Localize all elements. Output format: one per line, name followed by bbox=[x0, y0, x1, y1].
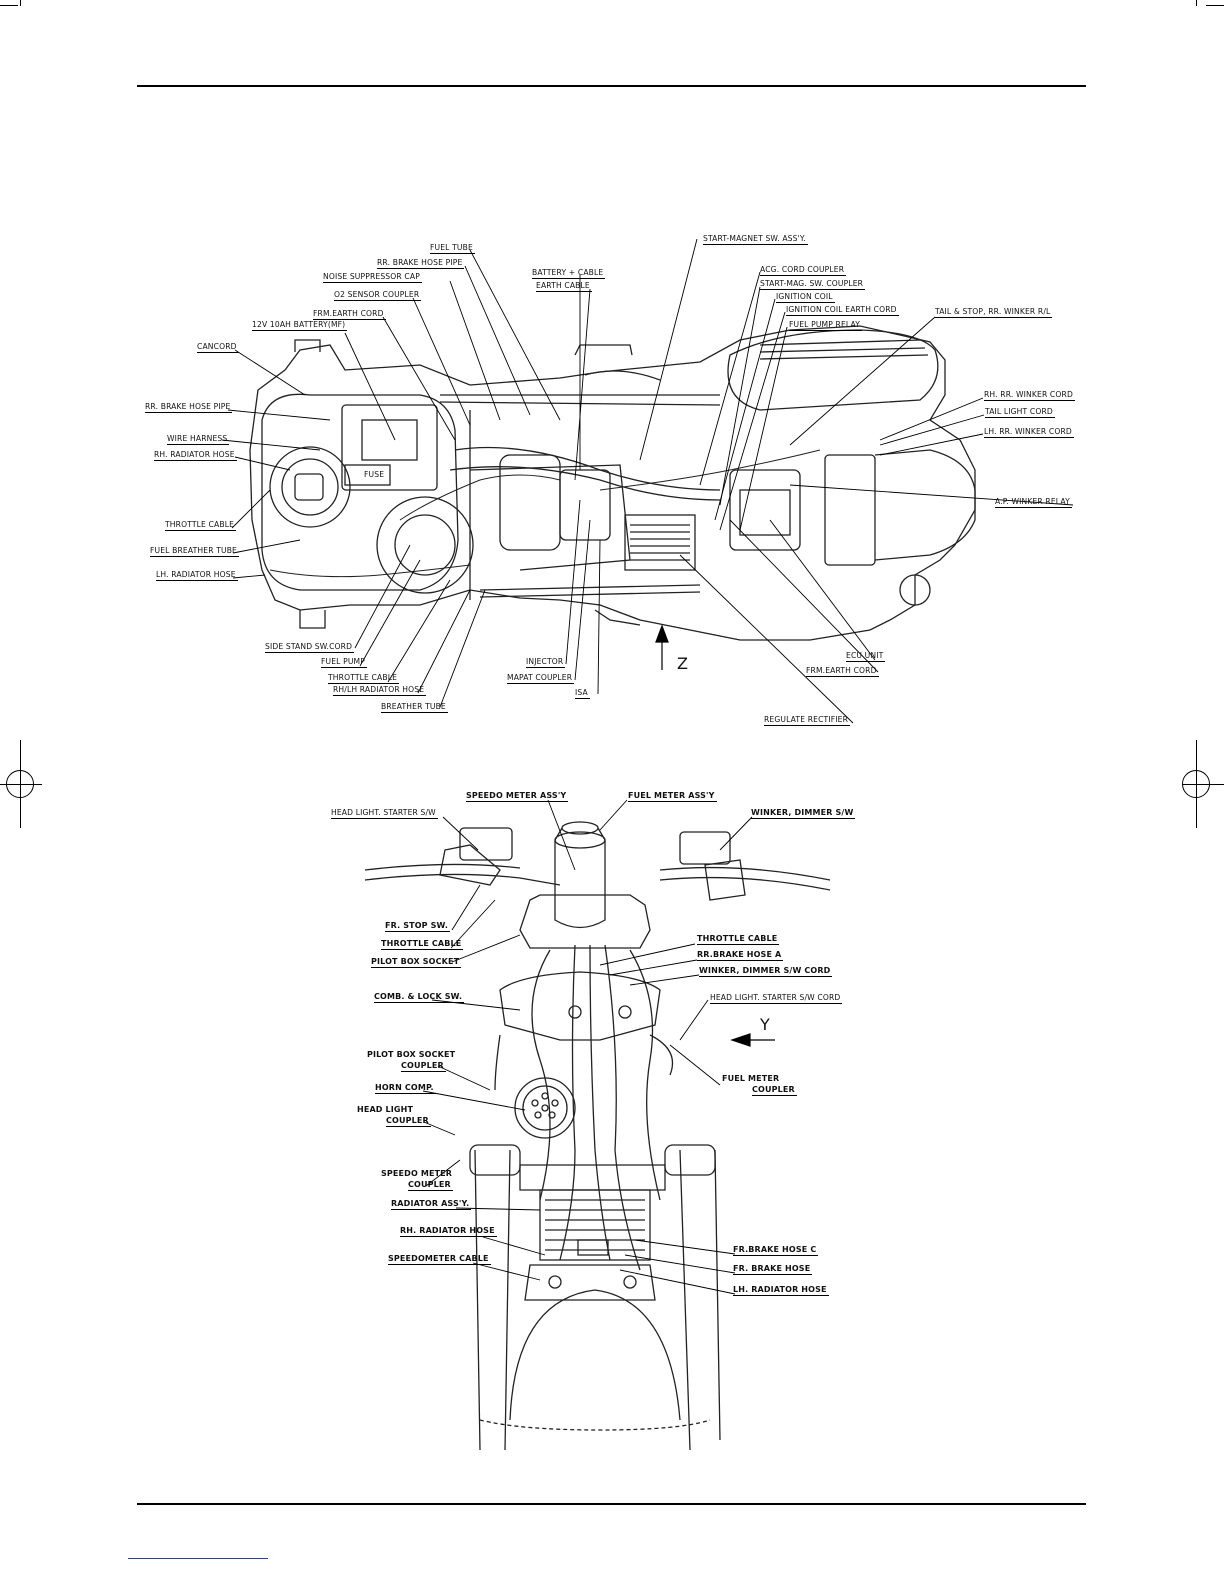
label-head-light-starter-sw-cord: HEAD LIGHT. STARTER S/W CORD bbox=[710, 993, 843, 1004]
label-acg-cord-coupler: ACG. CORD COUPLER bbox=[760, 265, 847, 276]
label-winker-dimmer-sw: WINKER, DIMMER S/W bbox=[751, 808, 856, 819]
label-pilot-box-socket-coupler-1: PILOT BOX SOCKET bbox=[367, 1050, 456, 1059]
footer-rule bbox=[137, 1503, 1086, 1505]
footer-link-underline bbox=[128, 1558, 268, 1559]
label-speedo-meter-coupler-2: COUPLER bbox=[408, 1180, 453, 1191]
label-rh-radiator-hose-left: RH. RADIATOR HOSE bbox=[154, 450, 237, 461]
label-radiator-assy: RADIATOR ASS'Y. bbox=[391, 1199, 472, 1210]
label-earth-cable: EARTH CABLE bbox=[536, 281, 592, 292]
label-battery: 12V 10AH BATTERY(MF) bbox=[252, 320, 348, 331]
label-speedometer-cable: SPEEDOMETER CABLE bbox=[388, 1254, 491, 1265]
label-start-magnet-sw: START-MAGNET SW. ASS'Y. bbox=[703, 234, 808, 245]
label-pilot-box-socket: PILOT BOX SOCKET bbox=[371, 957, 462, 968]
label-lh-rr-winker-cord: LH. RR. WINKER CORD bbox=[984, 427, 1074, 438]
label-comb-lock-sw: COMB. & LOCK SW. bbox=[374, 992, 465, 1003]
label-speedo-meter-coupler-1: SPEEDO METER bbox=[381, 1169, 453, 1178]
label-tail-light-cord: TAIL LIGHT CORD bbox=[985, 407, 1055, 418]
crop-mark-tl-h bbox=[0, 5, 18, 6]
label-battery-plus-cable: BATTERY + CABLE bbox=[532, 268, 606, 279]
label-fuel-meter-assy: FUEL METER ASS'Y bbox=[628, 791, 717, 802]
label-fuel-meter-coupler-1: FUEL METER bbox=[722, 1074, 780, 1083]
label-horn-comp: HORN COMP. bbox=[375, 1083, 436, 1094]
crop-mark-tl-v bbox=[20, 0, 21, 6]
label-throttle-cable-bottom: THROTTLE CABLE bbox=[328, 673, 400, 684]
label-speedo-meter-assy: SPEEDO METER ASS'Y bbox=[466, 791, 569, 802]
crop-mark-tr-v bbox=[1196, 0, 1197, 6]
label-noise-suppressor-cap: NOISE SUPPRESSOR CAP bbox=[323, 272, 422, 283]
label-rr-brake-hose-pipe-left: RR. BRAKE HOSE PIPE bbox=[145, 402, 233, 413]
label-rh-rr-winker-cord: RH. RR. WINKER CORD bbox=[984, 390, 1075, 401]
arrow-z-label: Z bbox=[677, 654, 689, 673]
label-frm-earth-cord-left: FRM.EARTH CORD bbox=[313, 309, 386, 320]
label-ignition-coil-earth-cord: IGNITION COIL EARTH CORD bbox=[786, 305, 899, 316]
label-fuel-pump-relay: FUEL PUMP RELAY bbox=[789, 320, 863, 331]
label-fuel-pump: FUEL PUMP bbox=[321, 657, 367, 668]
label-fuel-breather-tube: FUEL BREATHER TUBE bbox=[150, 546, 239, 557]
label-fuel-tube: FUEL TUBE bbox=[430, 243, 475, 254]
label-injector: INJECTOR bbox=[526, 657, 566, 668]
label-lh-radiator-hose-fv: LH. RADIATOR HOSE bbox=[733, 1285, 829, 1296]
label-ecu-unit: ECU UNIT bbox=[846, 651, 886, 662]
label-fr-brake-hose-c: FR.BRAKE HOSE C bbox=[733, 1245, 819, 1256]
crop-mark-tr-h bbox=[1206, 5, 1224, 6]
label-cancord: CANCORD bbox=[197, 342, 239, 353]
label-fr-stop-sw: FR. STOP SW. bbox=[385, 921, 451, 932]
label-breather-tube: BREATHER TUBE bbox=[381, 702, 448, 713]
label-fuel-meter-coupler-2: COUPLER bbox=[752, 1085, 797, 1096]
arrow-y-label: Y bbox=[760, 1015, 770, 1034]
label-lh-radiator-hose-left: LH. RADIATOR HOSE bbox=[156, 570, 238, 581]
label-regulate-rectifier: REGULATE RECTIFIER bbox=[764, 715, 851, 726]
fuse-label: FUSE bbox=[364, 470, 385, 479]
label-throttle-cable-left: THROTTLE CABLE bbox=[165, 520, 237, 531]
label-pilot-box-socket-coupler-2: COUPLER bbox=[401, 1061, 446, 1072]
label-o2-sensor-coupler: O2 SENSOR COUPLER bbox=[334, 290, 422, 301]
label-rr-brake-hose-a: RR.BRAKE HOSE A bbox=[697, 950, 784, 961]
registration-mark-right bbox=[1182, 770, 1210, 798]
header-rule bbox=[137, 85, 1086, 87]
label-fr-brake-hose: FR. BRAKE HOSE bbox=[733, 1264, 813, 1275]
label-start-mag-sw-coupler: START-MAG. SW. COUPLER bbox=[760, 279, 866, 290]
label-ap-winker-relay: A.P. WINKER RELAY bbox=[995, 497, 1072, 508]
label-head-light-coupler-2: COUPLER bbox=[386, 1116, 431, 1127]
label-winker-dimmer-sw-cord: WINKER, DIMMER S/W CORD bbox=[699, 966, 833, 977]
label-isa: ISA bbox=[575, 688, 590, 699]
label-wire-harness: WIRE HARNESS bbox=[167, 434, 230, 445]
label-frm-earth-cord-right: FRM.EARTH CORD bbox=[806, 666, 879, 677]
label-head-light-starter-sw: HEAD LIGHT. STARTER S/W bbox=[331, 808, 438, 819]
label-rh-lh-radiator-hose: RH/LH RADIATOR HOSE bbox=[333, 685, 427, 696]
label-rh-radiator-hose-fv: RH. RADIATOR HOSE bbox=[400, 1226, 497, 1237]
label-rr-brake-hose-pipe-top: RR. BRAKE HOSE PIPE bbox=[377, 258, 465, 269]
label-side-stand-sw-cord: SIDE STAND SW.CORD bbox=[265, 642, 355, 653]
registration-mark-left bbox=[6, 770, 34, 798]
label-mapat-coupler: MAPAT COUPLER bbox=[507, 673, 575, 684]
label-head-light-coupler-1: HEAD LIGHT bbox=[357, 1105, 414, 1114]
label-throttle-cable-left-fv: THROTTLE CABLE bbox=[381, 939, 464, 950]
label-throttle-cable-right-fv: THROTTLE CABLE bbox=[697, 934, 780, 945]
label-ignition-coil: IGNITION COIL bbox=[776, 292, 835, 303]
label-tail-stop-winker: TAIL & STOP, RR. WINKER R/L bbox=[935, 307, 1053, 318]
